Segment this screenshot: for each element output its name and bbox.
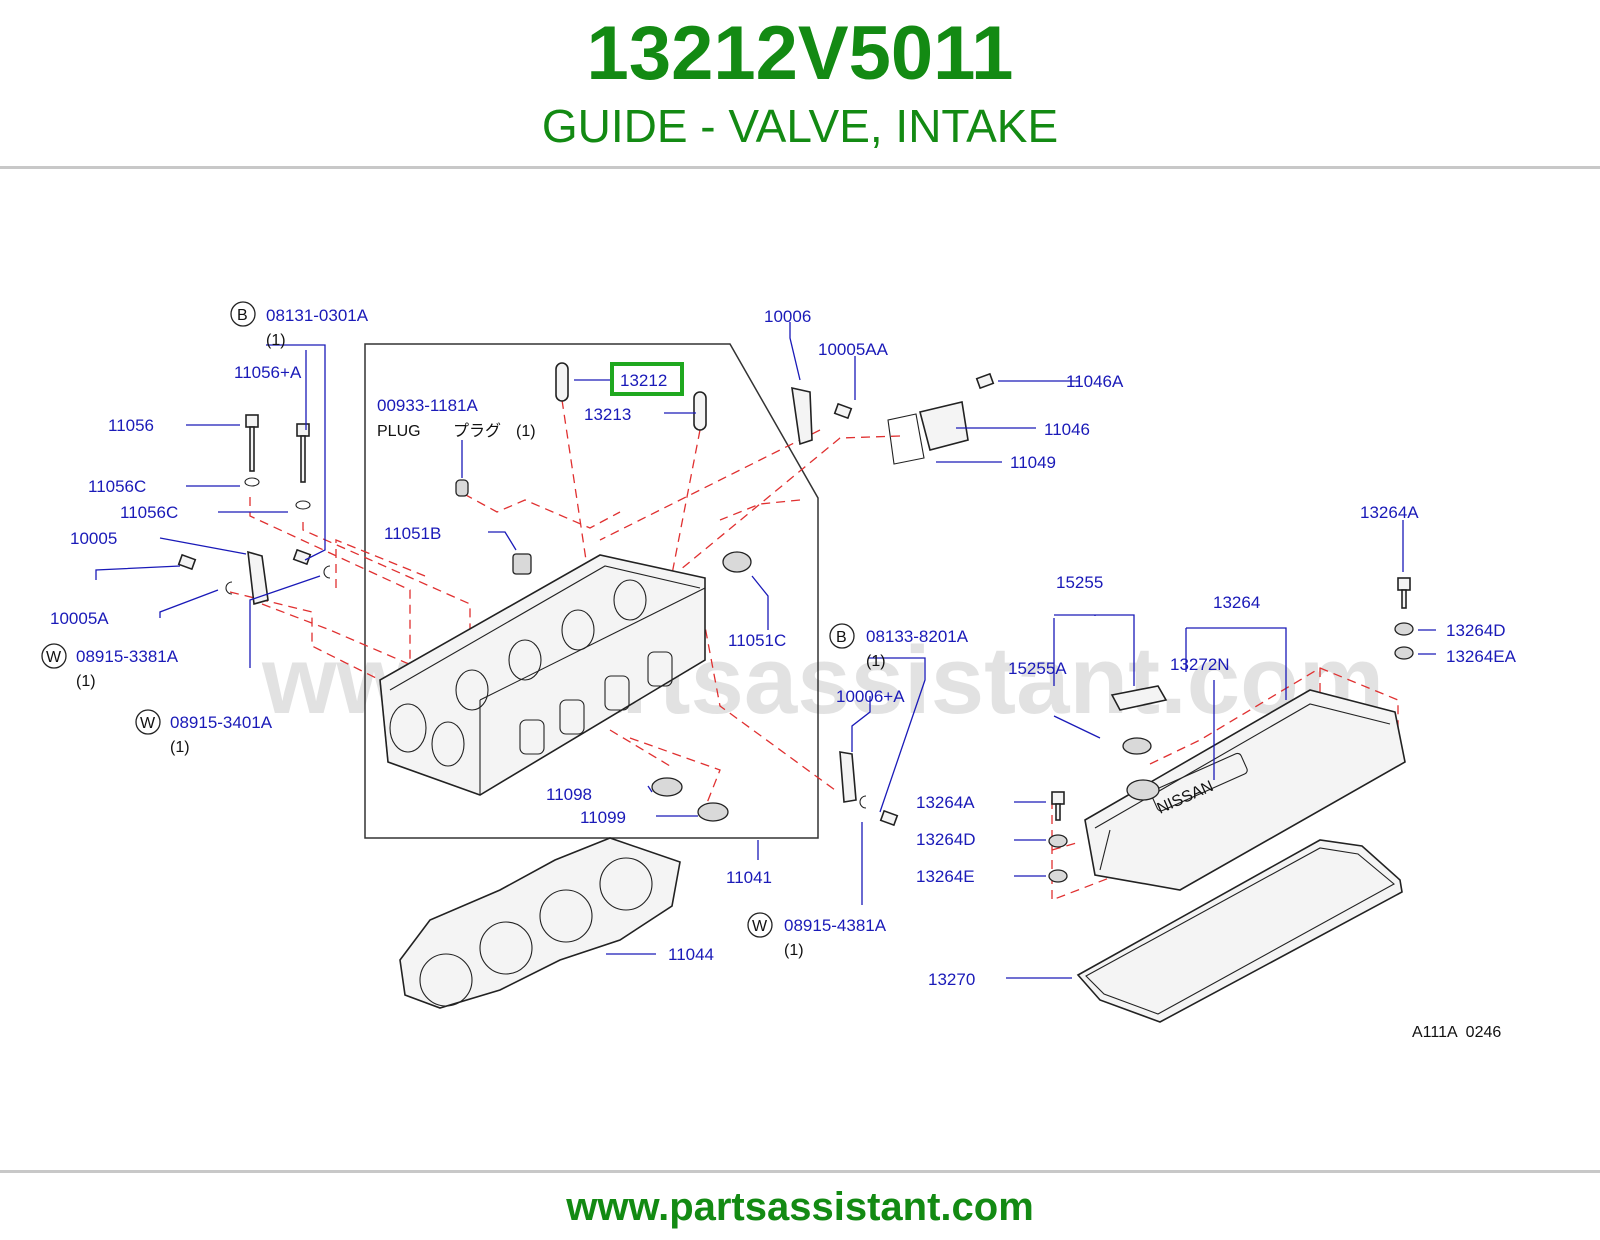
w-marker: W <box>140 715 156 732</box>
label-11049[interactable]: 11049 <box>1010 453 1056 472</box>
label-10006[interactable]: 10006 <box>764 307 811 326</box>
label-13264EA[interactable]: 13264EA <box>1446 647 1517 666</box>
rocker-cover-gasket-illustration <box>1076 839 1403 1023</box>
label-08915-4381A[interactable]: 08915-4381A <box>784 916 887 935</box>
highlight-box-13212 <box>610 362 684 396</box>
label-13264[interactable]: 13264 <box>1213 593 1260 612</box>
valve-guide-13213 <box>693 391 707 431</box>
label-13212[interactable]: 13212 <box>620 371 667 390</box>
qty-08915-3401A: (1) <box>170 739 190 756</box>
circle-markers: B W W B W <box>41 301 855 938</box>
label-11051B[interactable]: 11051B <box>384 524 441 543</box>
label-11046A[interactable]: 11046A <box>1066 372 1124 391</box>
parts-diagram: www.partsassistant.com <box>41 301 1517 1041</box>
qty-00933-1181A: (1) <box>516 423 536 440</box>
leader-lines <box>95 322 1436 979</box>
label-15255A[interactable]: 15255A <box>1008 659 1067 678</box>
label-11056[interactable]: 11056 <box>108 416 154 435</box>
label-13264A-top[interactable]: 13264A <box>1360 503 1419 522</box>
part-number-title: 13212V5011 <box>586 11 1014 96</box>
label-10005[interactable]: 10005 <box>70 529 117 548</box>
label-08915-3401A[interactable]: 08915-3401A <box>170 713 273 732</box>
label-11044[interactable]: 11044 <box>668 945 714 964</box>
valve-cover-illustration: NISSAN <box>1084 689 1406 891</box>
label-08915-3381A[interactable]: 08915-3381A <box>76 647 179 666</box>
label-11046[interactable]: 11046 <box>1044 420 1090 439</box>
footer-website-link[interactable]: www.partsassistant.com <box>566 1185 1034 1229</box>
b-marker: B <box>237 307 248 324</box>
label-11041[interactable]: 11041 <box>726 868 772 887</box>
bottom-divider <box>0 1170 1600 1173</box>
qty-08133-8201A: (1) <box>866 653 886 670</box>
diagram-code: A111A 0246 <box>1412 1024 1501 1041</box>
qty-08915-3381A: (1) <box>76 673 96 690</box>
label-13264D-left[interactable]: 13264D <box>916 830 976 849</box>
cylinder-head-illustration <box>379 554 706 796</box>
w-marker: W <box>46 649 62 666</box>
qty-08131-0301A: (1) <box>266 332 286 349</box>
plug-text: PLUG <box>377 423 421 440</box>
part-name-subtitle: GUIDE - VALVE, INTAKE <box>541 100 1059 152</box>
plug-japanese-text: プラグ <box>453 422 501 440</box>
b-marker: B <box>836 629 847 646</box>
label-13264E[interactable]: 13264E <box>916 867 975 886</box>
label-10005A[interactable]: 10005A <box>50 609 109 628</box>
qty-08915-4381A: (1) <box>784 942 804 959</box>
label-11051C[interactable]: 11051C <box>728 631 786 650</box>
label-11098[interactable]: 11098 <box>546 785 592 804</box>
header: 13212V5011 GUIDE - VALVE, INTAKE <box>0 0 1600 168</box>
label-11056c-lower[interactable]: 11056C <box>120 503 178 522</box>
label-10006-plus-a[interactable]: 10006+A <box>836 687 905 706</box>
label-10005AA[interactable]: 10005AA <box>818 340 889 359</box>
label-00933-1181A[interactable]: 00933-1181A <box>377 396 478 415</box>
label-11056c-upper[interactable]: 11056C <box>88 477 146 496</box>
w-marker: W <box>752 918 768 935</box>
label-08133-8201A[interactable]: 08133-8201A <box>866 627 969 646</box>
label-11056-plus-a[interactable]: 11056+A <box>234 363 302 382</box>
label-11099[interactable]: 11099 <box>580 808 626 827</box>
small-parts <box>177 362 1414 883</box>
part-labels[interactable]: 08131-0301A (1) 11056+A 11056 11056C 110… <box>50 306 1517 1041</box>
head-gasket-illustration <box>399 837 681 1009</box>
cylinder-head-group-frame <box>364 343 819 839</box>
label-13272N[interactable]: 13272N <box>1170 655 1230 674</box>
label-08131-0301A[interactable]: 08131-0301A <box>266 306 369 325</box>
label-13264A-left[interactable]: 13264A <box>916 793 975 812</box>
label-13270[interactable]: 13270 <box>928 970 975 989</box>
label-15255[interactable]: 15255 <box>1056 573 1103 592</box>
top-divider <box>0 166 1600 169</box>
label-13213[interactable]: 13213 <box>584 405 631 424</box>
label-13264D-right[interactable]: 13264D <box>1446 621 1506 640</box>
valve-guide-13212 <box>555 362 569 402</box>
